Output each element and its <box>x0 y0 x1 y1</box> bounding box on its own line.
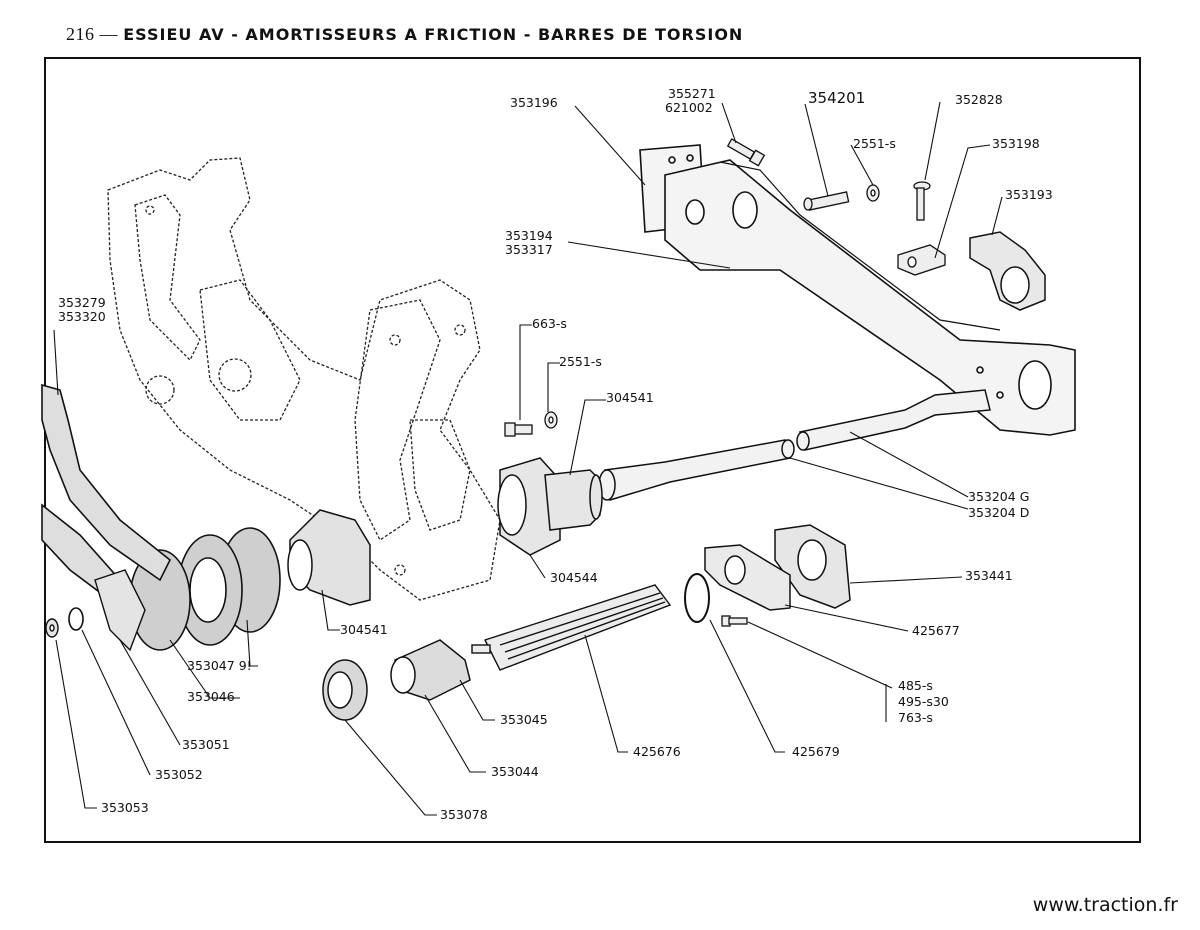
label-353052: 353052 <box>155 767 203 782</box>
label-353193: 353193 <box>1005 187 1053 202</box>
leader-lines <box>53 101 1003 816</box>
label-353194: 353194 <box>505 228 553 243</box>
lever-353193 <box>969 231 1046 311</box>
label-353441: 353441 <box>965 568 1013 583</box>
label-763s: 763-s <box>898 710 933 725</box>
flange-353441 <box>774 524 851 609</box>
chassis-frame-outline <box>107 157 501 601</box>
label-663s: 663-s <box>532 316 567 331</box>
bolt-355271 <box>726 138 766 167</box>
nut-2551s-top <box>866 184 880 202</box>
label-353204-d: 353204 D <box>968 505 1030 520</box>
label-353320: 353320 <box>58 309 106 324</box>
suspension-arm-353279 <box>41 383 172 602</box>
washer-353052 <box>68 607 84 631</box>
bearing-housing-304541-bottom <box>287 509 371 606</box>
label-353045: 353045 <box>500 712 548 727</box>
label-353051: 353051 <box>182 737 230 752</box>
friction-damper-assembly <box>129 527 281 651</box>
label-353279: 353279 <box>58 295 106 310</box>
label-425677: 425677 <box>912 623 960 638</box>
bolt-663s <box>504 422 533 437</box>
torsion-bar-anchor-bracket <box>639 144 1076 436</box>
label-353053: 353053 <box>101 800 149 815</box>
circlip-425679 <box>684 573 710 623</box>
label-2551s-mid: 2551-s <box>559 354 602 369</box>
page-header: 216 — ESSIEU AV - AMORTISSEURS A FRICTIO… <box>66 24 743 50</box>
label-495s30: 495-s30 <box>898 694 949 709</box>
label-353204-g: 353204 G <box>968 489 1030 504</box>
label-353317: 353317 <box>505 242 553 257</box>
splined-sleeve-353044 <box>390 639 471 701</box>
label-352828: 352828 <box>955 92 1003 107</box>
label-353044: 353044 <box>491 764 539 779</box>
label-425679: 425679 <box>792 744 840 759</box>
plate-425677 <box>704 544 791 611</box>
washer-353051 <box>94 569 146 652</box>
nut-353053 <box>45 618 59 638</box>
screw-352828 <box>913 181 931 221</box>
page-title: ESSIEU AV - AMORTISSEURS A FRICTION - BA… <box>123 25 744 44</box>
label-304541-top: 304541 <box>606 390 654 405</box>
block-353198 <box>897 244 946 276</box>
torsion-bar-353204 <box>598 389 991 501</box>
website-watermark: www.traction.fr <box>1032 894 1178 916</box>
label-425676: 425676 <box>633 744 681 759</box>
label-353198: 353198 <box>992 136 1040 151</box>
screw-485s <box>721 615 748 627</box>
diagram-frame <box>44 57 1141 843</box>
splined-shaft-425676 <box>471 584 672 671</box>
label-304544: 304544 <box>550 570 598 585</box>
label-2551s-top: 2551-s <box>853 136 896 151</box>
label-485s: 485-s <box>898 678 933 693</box>
ring-353078 <box>322 659 368 721</box>
label-354201: 354201 <box>808 89 866 107</box>
label-621002: 621002 <box>665 100 713 115</box>
page-number: 216 — <box>66 24 118 44</box>
label-353047: 353047 9! <box>187 658 252 673</box>
label-353196: 353196 <box>510 95 558 110</box>
label-353078: 353078 <box>440 807 488 822</box>
label-355271: 355271 <box>668 86 716 101</box>
label-353046: 353046 <box>187 689 235 704</box>
stud-354201 <box>803 191 850 211</box>
label-304541-bottom: 304541 <box>340 622 388 637</box>
bearing-housing-304541-top <box>497 457 603 556</box>
nut-2551s-mid <box>544 411 558 429</box>
